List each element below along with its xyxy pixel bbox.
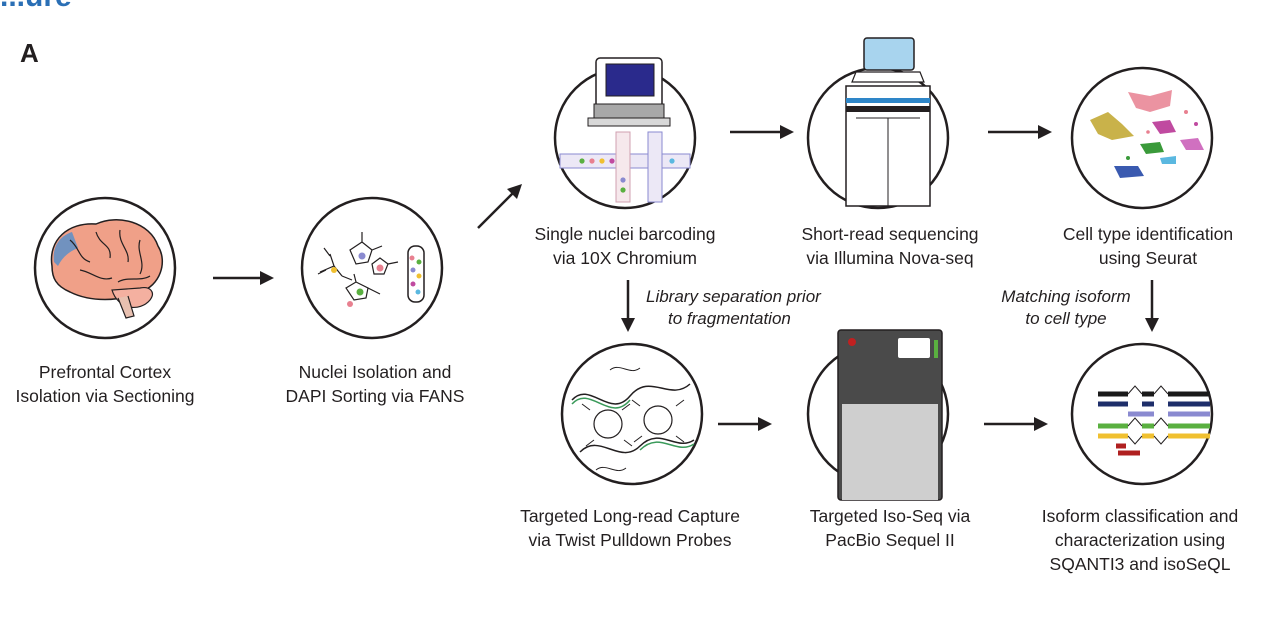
capture-illustration <box>560 342 704 486</box>
annotation-matching-isoform: Matching isoform to cell type <box>1001 287 1130 328</box>
label-isoseq: Targeted Iso-Seq via PacBio Sequel II <box>810 506 971 550</box>
label-cortex-line2: Isolation via Sectioning <box>16 386 195 406</box>
arrow-shortread-to-celltype <box>988 125 1052 139</box>
label-shortread-line2: via Illumina Nova-seq <box>806 248 973 268</box>
label-isoform-line1: Isoform classification and <box>1042 506 1238 526</box>
label-nuclei-line1: Nuclei Isolation and <box>299 362 452 382</box>
label-isoseq-line2: PacBio Sequel II <box>825 530 954 550</box>
label-isoform-line2: characterization using <box>1055 530 1225 550</box>
label-capture: Targeted Long-read Capture via Twist Pul… <box>520 506 740 550</box>
umap-illustration <box>1070 66 1214 210</box>
label-isoform-line3: SQANTI3 and isoSeQL <box>1050 554 1231 574</box>
arrow-capture-to-isoseq <box>718 417 772 431</box>
chromium-illustration <box>553 57 697 210</box>
arrow-cortex-to-nuclei <box>213 271 274 285</box>
arrow-barcode-to-shortread <box>730 125 794 139</box>
label-barcode-line2: via 10X Chromium <box>553 248 697 268</box>
annotation-library-line1: Library separation prior <box>646 287 822 306</box>
isoform-illustration <box>1070 342 1214 486</box>
annotation-library-line2: to fragmentation <box>668 309 791 328</box>
arrow-barcode-to-capture <box>621 280 635 332</box>
annotation-matching-line2: to cell type <box>1025 309 1106 328</box>
label-isoform: Isoform classification and characterizat… <box>1042 506 1238 574</box>
illumina-illustration <box>806 37 950 210</box>
label-nuclei: Nuclei Isolation and DAPI Sorting via FA… <box>286 362 465 406</box>
annotation-matching-line1: Matching isoform <box>1001 287 1130 306</box>
panel-letter: A <box>20 38 39 68</box>
arrow-nuclei-to-barcode <box>477 184 522 229</box>
label-cortex: Prefrontal Cortex Isolation via Sectioni… <box>16 362 195 406</box>
arrow-celltype-to-isoform <box>1145 280 1159 332</box>
label-barcode: Single nuclei barcoding via 10X Chromium <box>535 224 716 268</box>
label-capture-line1: Targeted Long-read Capture <box>520 506 740 526</box>
arrow-isoseq-to-isoform <box>984 417 1048 431</box>
label-shortread: Short-read sequencing via Illumina Nova-… <box>801 224 978 268</box>
header-fragment: ...ure <box>0 0 72 13</box>
pacbio-illustration <box>806 329 950 501</box>
label-nuclei-line2: DAPI Sorting via FANS <box>286 386 465 406</box>
annotation-library-separation: Library separation prior to fragmentatio… <box>646 287 822 328</box>
brain-illustration <box>33 196 177 340</box>
label-isoseq-line1: Targeted Iso-Seq via <box>810 506 971 526</box>
label-cortex-line1: Prefrontal Cortex <box>39 362 172 382</box>
label-celltype: Cell type identification using Seurat <box>1063 224 1233 268</box>
label-capture-line2: via Twist Pulldown Probes <box>529 530 732 550</box>
label-celltype-line1: Cell type identification <box>1063 224 1233 244</box>
label-shortread-line1: Short-read sequencing <box>801 224 978 244</box>
nuclei-illustration <box>300 196 444 340</box>
label-celltype-line2: using Seurat <box>1099 248 1197 268</box>
label-barcode-line1: Single nuclei barcoding <box>535 224 716 244</box>
